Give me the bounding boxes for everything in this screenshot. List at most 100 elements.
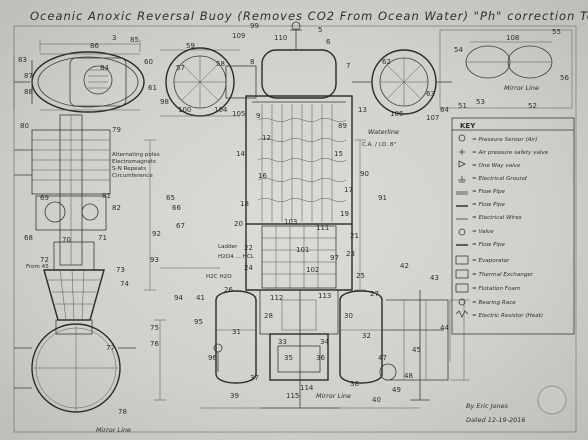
seal-stamp: [537, 385, 567, 415]
callout-number: 89: [338, 122, 347, 130]
key-item: = Flow Pipe: [472, 242, 505, 248]
callout-number: 63: [426, 90, 435, 98]
callout-number: 87: [24, 72, 33, 80]
callout-number: 35: [284, 354, 293, 362]
callout-number: 58: [216, 60, 225, 68]
callout-number: 21: [350, 232, 359, 240]
callout-number: 97: [330, 254, 339, 262]
key-item: = Pressure Sensor (Air): [472, 137, 537, 143]
callout-number: 37: [250, 374, 259, 382]
callout-number: 85: [130, 36, 139, 44]
dimension-lines: [144, 139, 470, 409]
callout-number: 106: [390, 110, 404, 118]
callout-number: 30: [344, 312, 353, 320]
callout-number: 84: [100, 64, 109, 72]
callout-number: 82: [112, 204, 121, 212]
callout-number: 39: [230, 392, 239, 400]
callout-number: 78: [118, 408, 127, 416]
callout-number: 102: [306, 266, 319, 274]
callout-number: 43: [430, 274, 439, 282]
key-item: = Electrical Wires: [472, 215, 522, 221]
center-top-wheel: [160, 47, 257, 117]
callout-number: 76: [150, 340, 159, 348]
key-item: = Flow Pipe: [472, 189, 505, 195]
top-right-inset: [439, 29, 573, 109]
left-pole-assembly: [14, 114, 111, 266]
callout-number: 107: [426, 114, 439, 122]
callout-number: 72: [40, 256, 49, 264]
callout-number: 41: [196, 294, 205, 302]
callout-number: 71: [98, 234, 107, 242]
top-left-capsule: [13, 40, 145, 113]
key-item: = Thermal Exchanger: [472, 272, 534, 278]
callout-number: 96: [208, 354, 217, 362]
callout-number: 109: [232, 32, 245, 40]
callout-number: 88: [24, 88, 33, 96]
key-box: [451, 117, 575, 335]
ca-dimension-label: C.A. / I.D. 8": [362, 142, 396, 148]
callout-number: 25: [356, 272, 365, 280]
alternating-poles-label: Alternating poles: [112, 152, 160, 158]
callout-number: 86: [90, 42, 99, 50]
callout-number: 13: [358, 106, 367, 114]
callout-number: 17: [344, 186, 353, 194]
callout-number: 90: [360, 170, 369, 178]
callout-number: 38: [350, 380, 359, 388]
callout-number: 83: [18, 56, 27, 64]
callout-number: 105: [232, 110, 245, 118]
key-item: = One Way valve: [472, 163, 521, 169]
callout-number: 28: [264, 312, 273, 320]
callout-number: 60: [144, 58, 153, 66]
callout-number: 9: [256, 112, 260, 120]
callout-number: 74: [120, 280, 129, 288]
callout-number: 18: [240, 200, 249, 208]
callout-number: 115: [286, 392, 299, 400]
callout-number: 45: [412, 346, 421, 354]
key-item: = Flotation Foam: [472, 286, 521, 292]
callout-number: 15: [334, 150, 343, 158]
key-item: = Electric Resistor (Heat): [472, 313, 543, 319]
callout-number: 33: [278, 338, 287, 346]
callout-number: 108: [506, 34, 519, 42]
callout-number: 62: [382, 58, 391, 66]
callout-number: 40: [372, 396, 381, 404]
callout-number: 56: [560, 74, 569, 82]
callout-number: 7: [346, 62, 350, 70]
callout-number: 104: [214, 106, 228, 114]
right-lower-structure: [379, 290, 451, 401]
callout-number: 26: [224, 286, 233, 294]
callout-number: 44: [440, 324, 449, 332]
callout-number: 3: [112, 34, 116, 42]
bottom-left-sphere: [14, 323, 136, 413]
callout-number: 31: [232, 328, 241, 336]
ground-107-left: [213, 343, 223, 372]
alternating-poles-label: Electromagnets: [112, 159, 156, 165]
from45-label: From 45: [26, 264, 49, 270]
callout-number: 52: [528, 102, 537, 110]
callout-number: 94: [174, 294, 183, 302]
callout-number: 49: [392, 386, 401, 394]
h2c-label: H2C H2O: [206, 274, 232, 280]
callout-number: 34: [320, 338, 329, 346]
callout-number: 20: [234, 220, 243, 228]
callout-number: 79: [112, 126, 121, 134]
callout-number: 14: [236, 150, 245, 158]
callout-number: 48: [404, 372, 413, 380]
key-item: = Valve: [472, 229, 494, 235]
callout-number: 8: [250, 58, 254, 66]
callout-number: 77: [106, 344, 115, 352]
callout-number: 75: [150, 324, 159, 332]
pontoons: [215, 290, 444, 384]
mirror-line-bottom-left: Mirror Line: [96, 426, 131, 434]
callout-number: 65: [166, 194, 175, 202]
callout-number: 80: [20, 122, 29, 130]
callout-number: 93: [150, 256, 159, 264]
callout-number: 36: [316, 354, 325, 362]
callout-number: 112: [270, 294, 283, 302]
key-heading: KEY: [460, 122, 476, 130]
callout-number: 6: [326, 38, 331, 46]
callout-number: 27: [370, 290, 379, 298]
alternating-poles-label: Circumference: [112, 173, 153, 179]
